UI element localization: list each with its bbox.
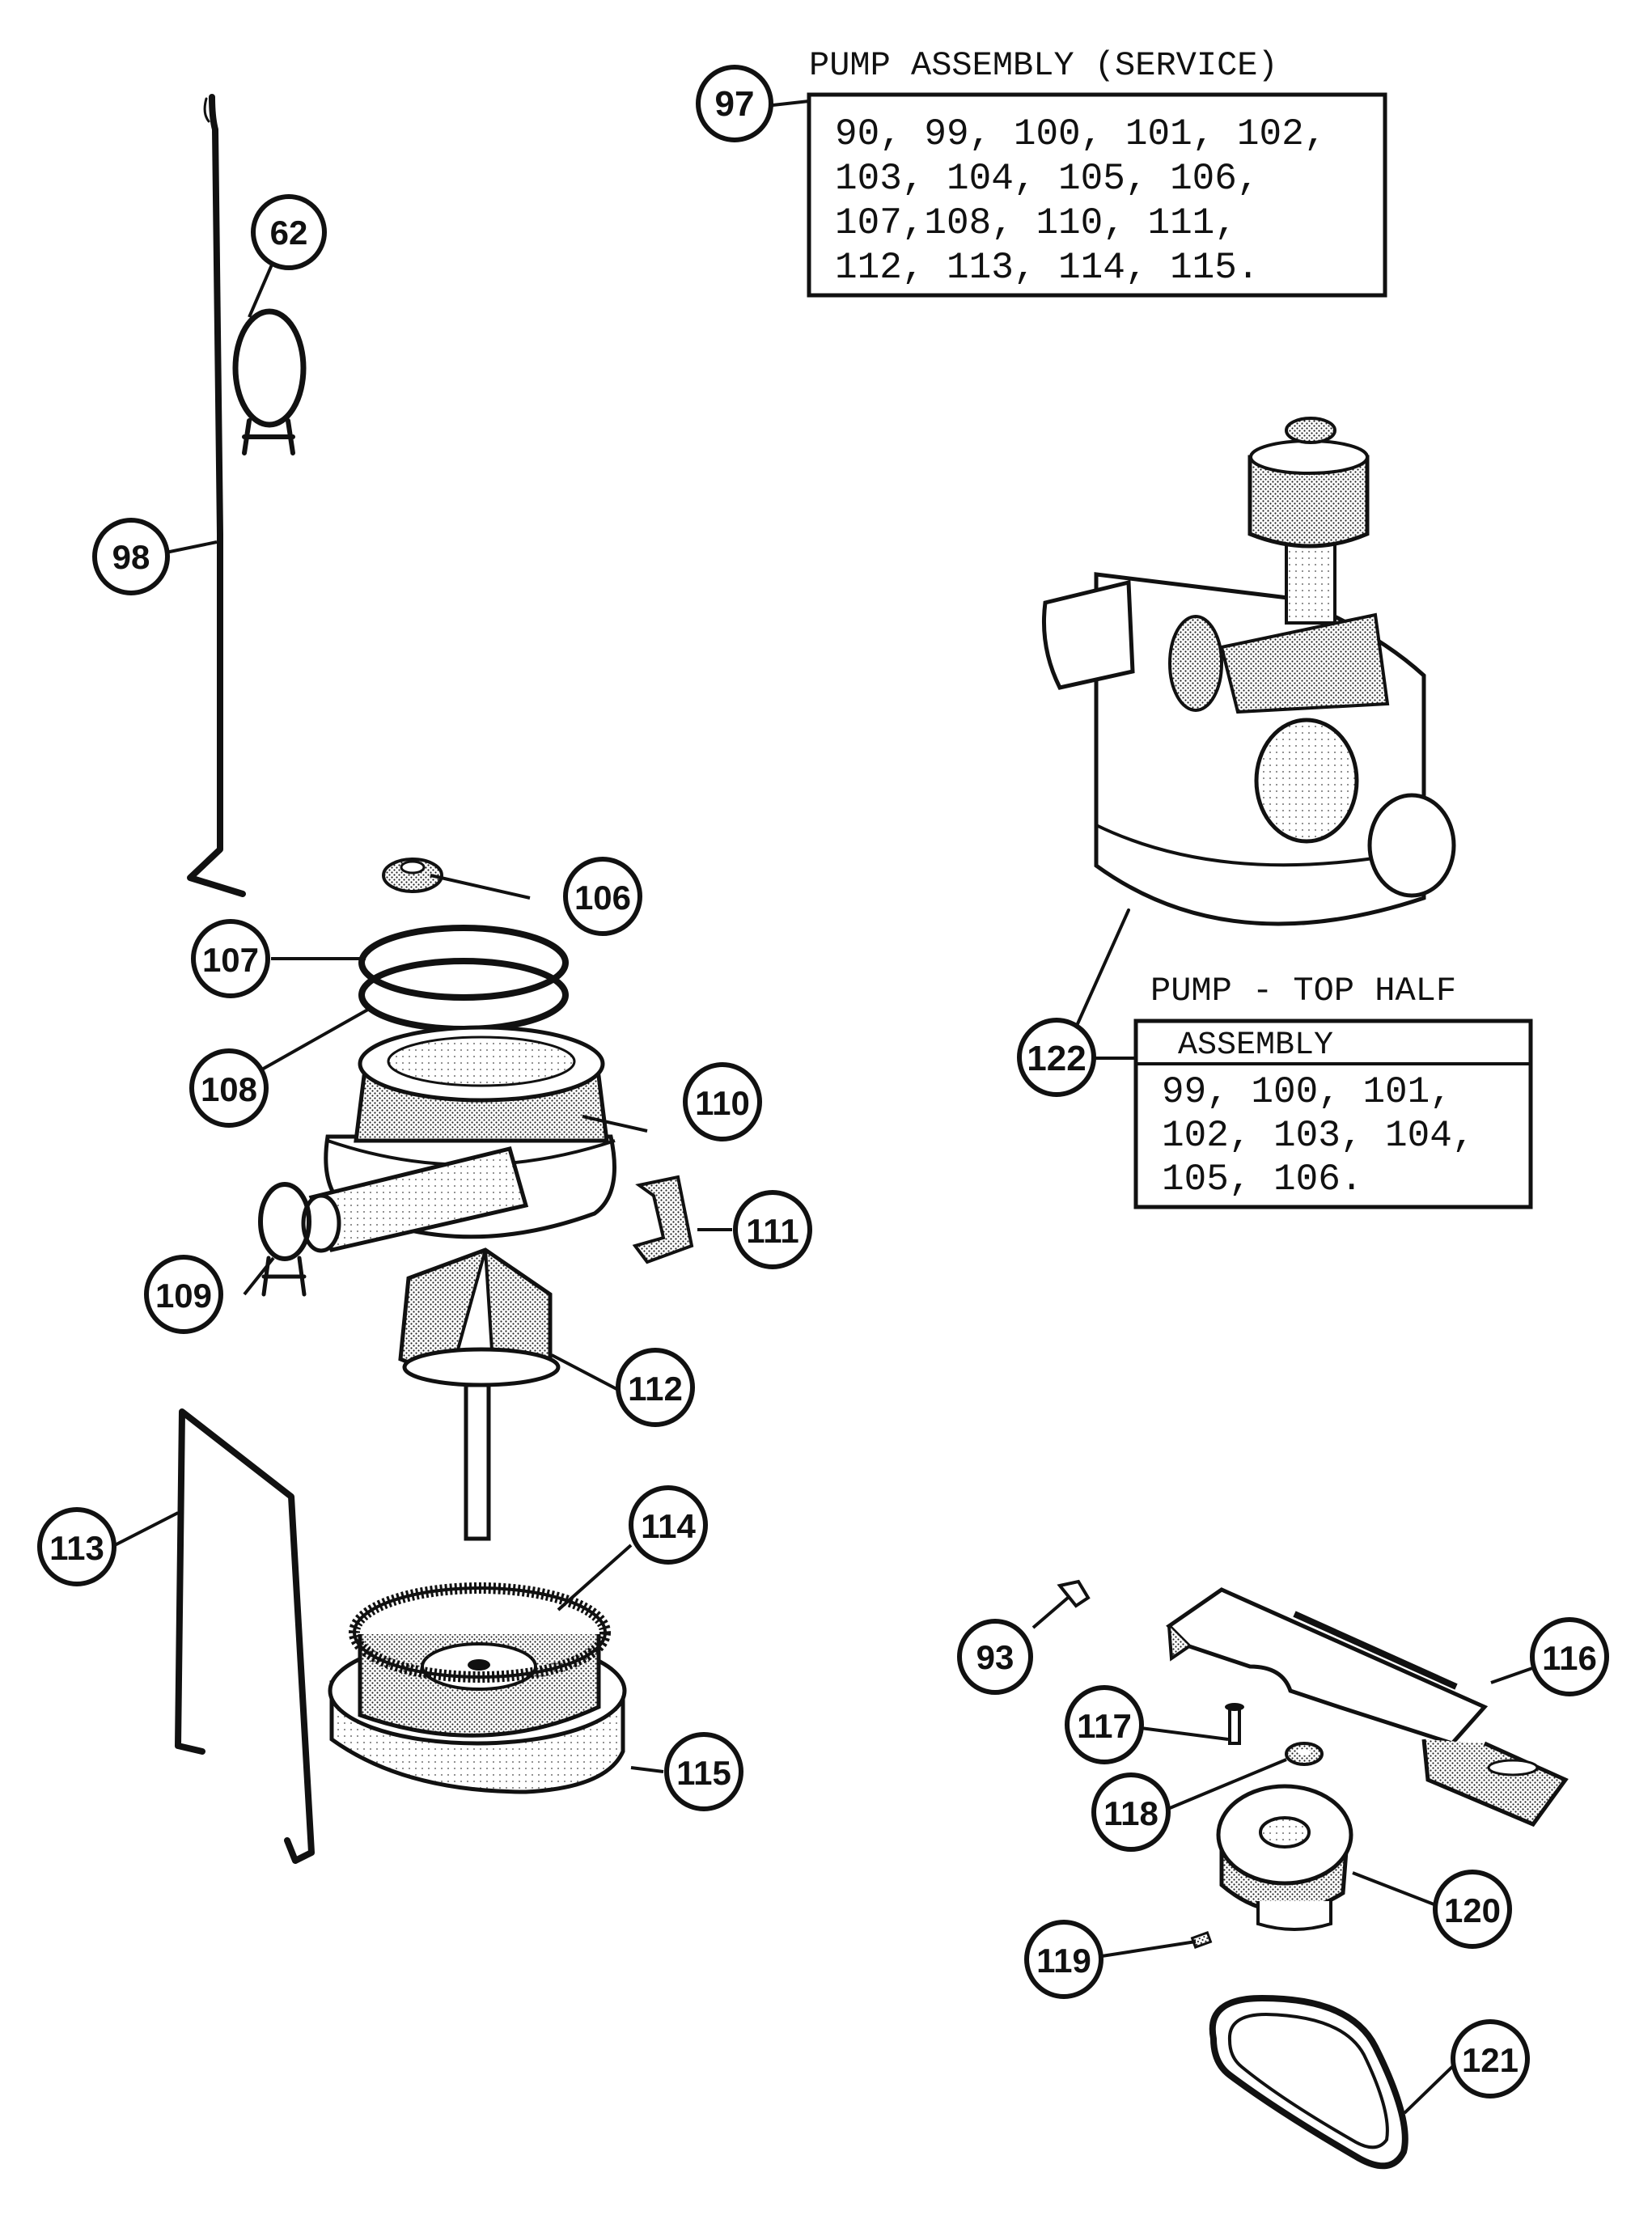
callout-109: 109	[144, 1255, 223, 1334]
callout-120: 120	[1433, 1870, 1512, 1949]
svg-text:114: 114	[641, 1507, 696, 1545]
callout-106: 106	[563, 857, 642, 936]
svg-text:111: 111	[746, 1212, 798, 1250]
part-106-grommet	[382, 858, 443, 893]
callout-112: 112	[616, 1348, 695, 1427]
callout-119: 119	[1024, 1920, 1103, 1999]
top-half-box-line: 105, 106.	[1162, 1158, 1362, 1201]
service-box-title: PUMP ASSEMBLY (SERVICE)	[809, 46, 1278, 85]
part-117-screw	[1225, 1703, 1244, 1745]
callout-97: 97	[696, 65, 773, 142]
part-112-impeller	[398, 1247, 561, 1541]
svg-text:122: 122	[1027, 1039, 1086, 1078]
part-118-washer	[1285, 1742, 1324, 1766]
callout-111: 111	[733, 1190, 812, 1269]
top-half-box-line: 99, 100, 101,	[1162, 1071, 1452, 1113]
svg-text:120: 120	[1444, 1891, 1501, 1929]
part-114-gasket	[349, 1582, 611, 1683]
top-half-box-subtitle: ASSEMBLY	[1178, 1027, 1333, 1064]
part-113-wire-bail	[175, 1408, 315, 1864]
svg-text:115: 115	[676, 1754, 731, 1792]
part-107-seal-ring	[358, 925, 569, 1001]
part-119-set-screw	[1190, 1931, 1213, 1949]
part-111-clip	[632, 1175, 694, 1264]
svg-text:107: 107	[202, 941, 259, 979]
svg-text:119: 119	[1036, 1942, 1091, 1980]
callout-108: 108	[189, 1048, 269, 1128]
svg-text:93: 93	[976, 1638, 1014, 1676]
service-box-line: 103, 104, 105, 106,	[835, 158, 1260, 200]
callout-115: 115	[664, 1732, 743, 1811]
part-121-belt	[1209, 1995, 1408, 2170]
callout-93: 93	[957, 1619, 1033, 1695]
callout-62: 62	[251, 194, 327, 270]
part-62-ring-clip	[232, 308, 307, 455]
svg-text:118: 118	[1103, 1794, 1159, 1832]
svg-text:121: 121	[1462, 2041, 1519, 2079]
part-116-bracket	[1166, 1587, 1569, 1827]
callout-114: 114	[629, 1485, 708, 1565]
svg-text:98: 98	[112, 538, 150, 576]
svg-text:97: 97	[715, 84, 755, 124]
callout-113: 113	[37, 1507, 116, 1586]
callout-116: 116	[1530, 1617, 1609, 1696]
svg-text:106: 106	[574, 879, 631, 917]
part-98-rod	[187, 94, 246, 897]
service-box-line: 90, 99, 100, 101, 102,	[835, 113, 1326, 155]
callout-117: 117	[1065, 1685, 1144, 1764]
callout-110: 110	[683, 1062, 762, 1141]
part-109-hose-clamp	[258, 1182, 311, 1297]
svg-text:108: 108	[201, 1070, 257, 1108]
top-half-box-title: PUMP - TOP HALF	[1150, 972, 1456, 1010]
top-half-box-line: 102, 103, 104,	[1162, 1115, 1474, 1157]
svg-text:110: 110	[695, 1084, 750, 1122]
pump-top-half-assembly-box: PUMP - TOP HALF ASSEMBLY 99, 100, 101, 1…	[1017, 908, 1533, 1209]
svg-text:117: 117	[1077, 1707, 1132, 1745]
callout-118: 118	[1091, 1772, 1171, 1852]
callout-98: 98	[92, 518, 170, 595]
svg-text:62: 62	[270, 214, 308, 252]
callout-107: 107	[191, 919, 270, 998]
service-box-line: 112, 113, 114, 115.	[835, 247, 1260, 289]
svg-text:116: 116	[1542, 1639, 1597, 1677]
part-93-clip	[1057, 1579, 1091, 1608]
callout-122: 122	[1017, 1018, 1096, 1097]
svg-text:113: 113	[49, 1529, 104, 1567]
part-122-pump-top-half	[1042, 417, 1456, 926]
svg-text:112: 112	[628, 1370, 683, 1408]
pump-assembly-service-box: PUMP ASSEMBLY (SERVICE) 90, 99, 100, 101…	[696, 46, 1387, 298]
part-110-pump-housing	[301, 1025, 616, 1253]
leader-lines	[111, 256, 1538, 2115]
part-120-pulley	[1216, 1784, 1353, 1931]
callout-121: 121	[1451, 2019, 1530, 2099]
svg-text:109: 109	[155, 1277, 212, 1315]
service-box-line: 107,108, 110, 111,	[835, 202, 1237, 244]
